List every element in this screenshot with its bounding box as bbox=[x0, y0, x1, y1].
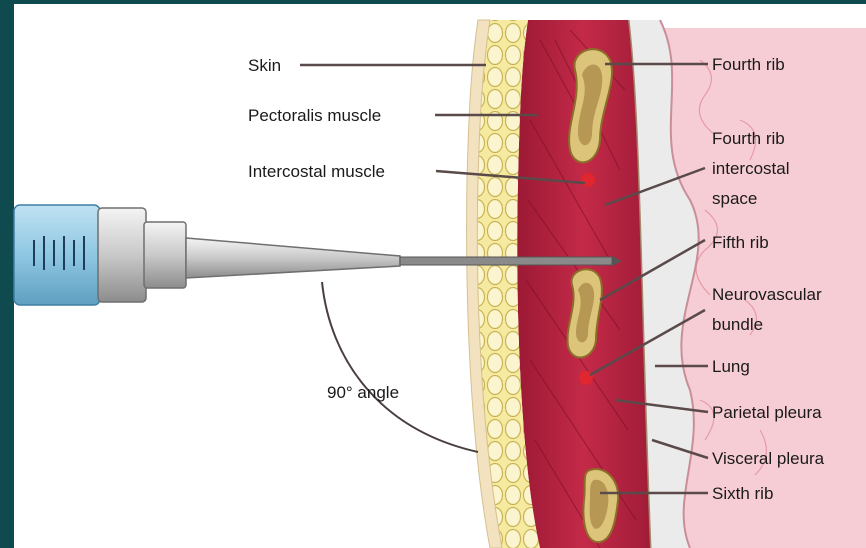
label-skin: Skin bbox=[248, 56, 281, 75]
label-lung: Lung bbox=[712, 357, 750, 376]
label-fourth-space-line3: space bbox=[712, 189, 757, 208]
label-90-angle: 90° angle bbox=[327, 383, 399, 402]
label-intercostal-muscle: Intercostal muscle bbox=[248, 162, 385, 181]
label-fourth-space-line2: intercostal bbox=[712, 159, 789, 178]
label-neurovascular-line1: Neurovascular bbox=[712, 285, 822, 304]
label-pectoralis-muscle: Pectoralis muscle bbox=[248, 106, 381, 125]
label-parietal-pleura: Parietal pleura bbox=[712, 403, 822, 422]
label-neurovascular-line2: bundle bbox=[712, 315, 763, 334]
label-visceral-pleura: Visceral pleura bbox=[712, 449, 825, 468]
label-fourth-space-line1: Fourth rib bbox=[712, 129, 785, 148]
neurovascular-bundle-upper bbox=[581, 173, 595, 187]
label-sixth-rib: Sixth rib bbox=[712, 484, 773, 503]
label-fifth-rib: Fifth rib bbox=[712, 233, 769, 252]
label-fourth-rib: Fourth rib bbox=[712, 55, 785, 74]
